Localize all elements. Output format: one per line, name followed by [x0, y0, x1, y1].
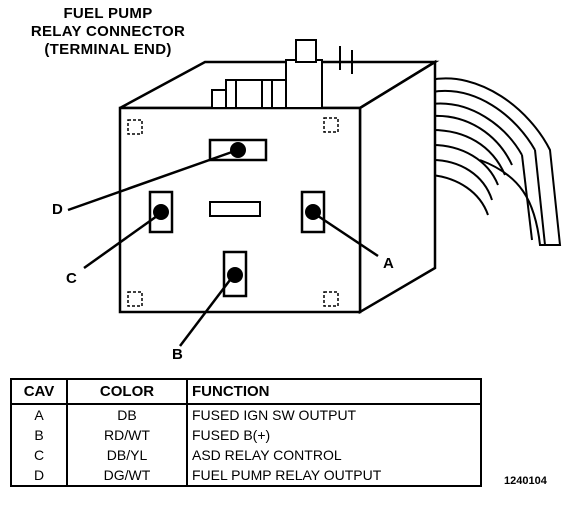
table-row: C DB/YL ASD RELAY CONTROL — [11, 445, 481, 465]
terminal-a — [305, 204, 321, 220]
callout-b: B — [172, 346, 183, 363]
leader-a — [317, 214, 379, 258]
cell-color: DB — [66, 404, 187, 425]
leader-c — [83, 214, 158, 270]
cell-color: RD/WT — [66, 425, 187, 445]
connector-diagram — [67, 39, 562, 347]
title-line-1: FUEL PUMP — [63, 5, 153, 22]
cell-cav: B — [34, 427, 44, 443]
cell-cav: C — [33, 447, 45, 463]
callout-d: D — [52, 201, 63, 218]
corner-marks — [127, 117, 339, 307]
center-slot — [209, 201, 261, 217]
latch — [211, 39, 353, 109]
cell-function: FUSED IGN SW OUTPUT — [186, 404, 481, 425]
header-function: FUNCTION — [186, 379, 481, 405]
callout-c: C — [66, 270, 77, 287]
cell-cav: D — [33, 467, 45, 483]
wire-bundle — [429, 77, 562, 246]
table-row: A DB FUSED IGN SW OUTPUT — [11, 404, 481, 425]
cell-function: FUEL PUMP RELAY OUTPUT — [186, 465, 481, 486]
title-line-3: (TERMINAL END) — [44, 41, 172, 58]
title-line-2: RELAY CONNECTOR — [30, 23, 186, 40]
table-header-row: CAV COLOR FUNCTION — [11, 379, 481, 405]
figure-number: 1240104 — [504, 475, 547, 487]
cell-cav: A — [34, 407, 44, 423]
cell-color: DB/YL — [66, 445, 187, 465]
callout-a: A — [383, 255, 394, 272]
leader-d — [67, 150, 233, 212]
terminal-d — [230, 142, 246, 158]
table-row: D DG/WT FUEL PUMP RELAY OUTPUT — [11, 465, 481, 486]
leader-b — [179, 279, 231, 347]
cell-color: DG/WT — [66, 465, 187, 486]
cell-function: FUSED B(+) — [186, 425, 481, 445]
cavity-table: CAV COLOR FUNCTION A DB FUSED IGN SW OUT… — [10, 378, 482, 487]
header-cav: CAV — [11, 379, 67, 405]
header-color: COLOR — [66, 379, 187, 405]
table-row: B RD/WT FUSED B(+) — [11, 425, 481, 445]
terminal-b — [227, 267, 243, 283]
cell-function: ASD RELAY CONTROL — [186, 445, 481, 465]
